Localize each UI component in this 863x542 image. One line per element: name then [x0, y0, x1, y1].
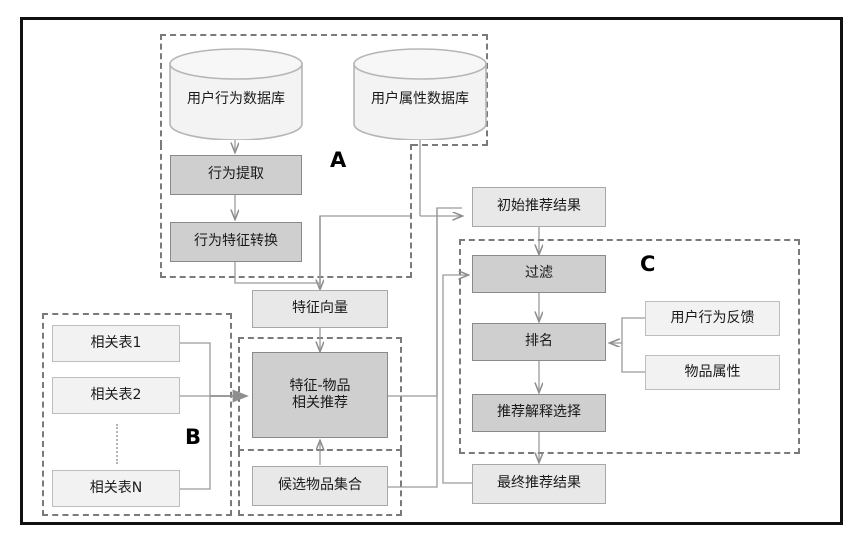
ellipsis-dots: [116, 424, 118, 464]
node-label: 物品属性: [684, 363, 741, 380]
node-feature-vector[interactable]: 特征向量: [252, 290, 388, 328]
cylinder-shape: [353, 48, 487, 141]
database-user-attribute-db: 用户属性数据库: [352, 48, 488, 141]
node-relation-table-n[interactable]: 相关表N: [52, 470, 180, 507]
node-label: 过滤: [525, 265, 553, 282]
group-region-b: [42, 313, 232, 516]
node-relation-table-1[interactable]: 相关表1: [52, 325, 180, 362]
node-label: 推荐解释选择: [497, 404, 581, 421]
node-label: 相关表2: [90, 386, 142, 403]
database-label: 用户属性数据库: [371, 91, 469, 107]
node-label: 行为提取: [208, 166, 264, 183]
group-region-a: [160, 34, 488, 146]
group-label-b: B: [185, 425, 202, 449]
group-label-c: C: [640, 252, 656, 276]
cylinder-shape: [169, 48, 303, 141]
node-initial-recommend-result[interactable]: 初始推荐结果: [472, 187, 606, 227]
node-label: 初始推荐结果: [497, 198, 581, 215]
group-label-a: A: [330, 148, 347, 172]
node-label: 用户行为反馈: [670, 309, 755, 326]
node-ranking[interactable]: 排名: [472, 323, 606, 361]
node-label: 相关表1: [90, 334, 142, 351]
group-region-a-step: [412, 144, 488, 146]
node-final-recommend-result[interactable]: 最终推荐结果: [472, 464, 606, 504]
node-recommend-explanation-selection[interactable]: 推荐解释选择: [472, 394, 606, 432]
node-label: 特征向量: [292, 300, 348, 317]
node-behavior-feature-transform[interactable]: 行为特征转换: [170, 222, 302, 262]
database-label: 用户行为数据库: [187, 91, 285, 107]
node-filter[interactable]: 过滤: [472, 255, 606, 293]
node-user-behavior-feedback[interactable]: 用户行为反馈: [645, 301, 780, 336]
node-relation-table-2[interactable]: 相关表2: [52, 377, 180, 414]
database-user-behavior-db: 用户行为数据库: [168, 48, 304, 141]
node-behavior-extraction[interactable]: 行为提取: [170, 155, 302, 195]
node-candidate-item-set[interactable]: 候选物品集合: [252, 466, 388, 506]
node-label: 候选物品集合: [278, 477, 362, 494]
node-label: 相关表N: [89, 479, 143, 496]
node-label: 排名: [525, 333, 553, 350]
node-feature-item-recommend[interactable]: 特征-物品 相关推荐: [252, 352, 388, 438]
group-region-a-right-top: [486, 34, 488, 146]
node-label: 最终推荐结果: [497, 475, 581, 492]
node-label: 特征-物品 相关推荐: [289, 377, 351, 412]
node-label: 行为特征转换: [194, 233, 278, 250]
node-item-attribute[interactable]: 物品属性: [645, 355, 780, 390]
